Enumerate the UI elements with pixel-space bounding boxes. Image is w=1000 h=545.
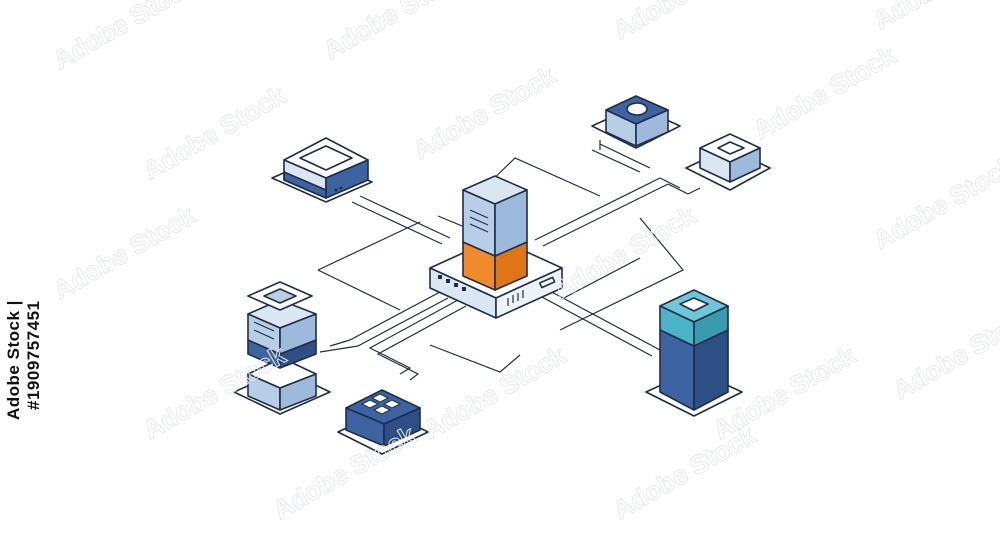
connector-cables (319, 140, 701, 381)
watermark-text: Adobe Stock (418, 339, 571, 445)
watermark-text: Adobe Stock (138, 79, 291, 185)
watermark-text: Adobe Stock (548, 199, 701, 305)
watermark-text: Adobe Stock (888, 299, 1000, 405)
bottom-chip-module (337, 389, 429, 455)
watermark-text: Adobe Stock (868, 149, 1000, 255)
top-left-device (271, 137, 373, 203)
stock-id-label: Adobe Stock | #1909757451 (4, 300, 43, 420)
left-server-stack (233, 281, 331, 415)
watermark-text: Adobe Stock (48, 199, 201, 305)
watermark-text: Adobe Stock (608, 419, 761, 525)
watermark-text: Adobe Stock (868, 0, 1000, 35)
watermark-text: Adobe Stock (608, 0, 761, 45)
watermark-text: Adobe Stock (48, 0, 201, 75)
hub-status-lights (438, 275, 466, 291)
watermark-text: Adobe Stock (318, 0, 471, 65)
top-right-sensor (591, 95, 681, 149)
hub-vents (507, 290, 524, 306)
watermark-text: Adobe Stock (748, 39, 901, 145)
right-gateway (685, 133, 771, 191)
hub-server-box (462, 175, 528, 257)
watermark-text: Adobe Stock (408, 59, 561, 165)
right-tower (645, 289, 743, 417)
